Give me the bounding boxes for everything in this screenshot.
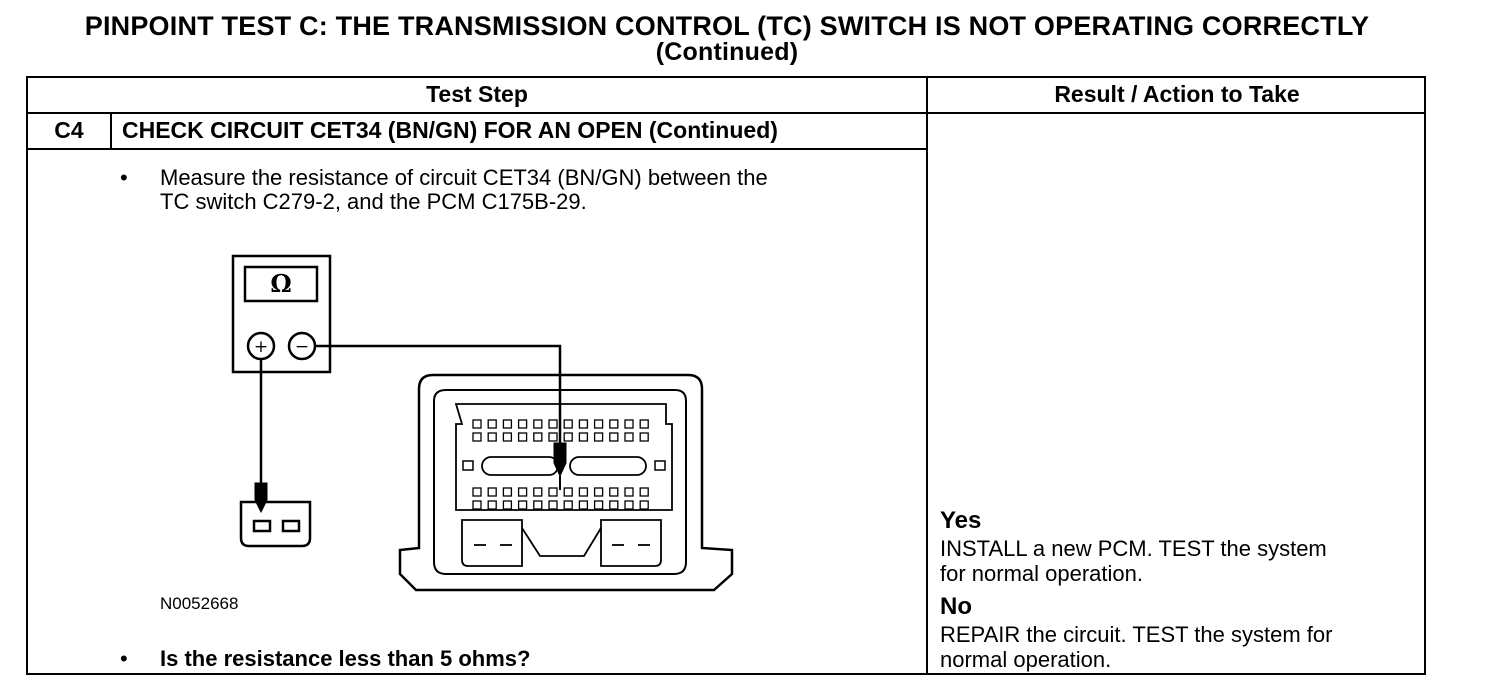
pcm-pin [517,419,528,429]
result-yes-line-1: INSTALL a new PCM. TEST the system [940,536,1327,561]
multimeter-body [231,254,332,374]
pcm-pin [533,500,543,510]
step-title: CHECK CIRCUIT CET34 (BN/GN) FOR AN OPEN … [122,117,778,143]
tc-switch-connector [239,500,312,548]
ohm-symbol: Ω [270,269,291,298]
pcm-pin [624,419,634,429]
pcm-pin [609,487,619,497]
pcm-pin [639,500,649,510]
pcm-pin [502,500,513,510]
pcm-pin [472,500,482,510]
pcm-pin [578,500,589,510]
pcm-pin [563,432,573,442]
pcm-pin [624,487,634,497]
pcm-pin [639,419,649,429]
pcm-pin [548,487,558,497]
pcm-pin [487,500,497,510]
pcm-pin [502,432,513,442]
pcm-pin [472,487,482,497]
pcm-pin [593,432,604,442]
bullet-dot: • [120,646,128,671]
question-text: Is the resistance less than 5 ohms? [160,646,531,671]
header-test-step: Test Step [426,81,528,107]
pcm-pin [639,487,649,497]
pcm-pin [517,487,528,497]
header-divider [26,112,1426,114]
pcm-pin [578,419,589,429]
pcm-pin [609,419,619,429]
pcm-pin [593,500,604,510]
result-no-label: No [940,593,972,620]
pcm-pin [533,432,543,442]
pcm-pin [639,432,649,442]
result-no-line-1: REPAIR the circuit. TEST the system for [940,622,1333,647]
pcm-pin [563,419,573,429]
result-yes-label: Yes [940,507,982,534]
result-yes-line-2: for normal operation. [940,561,1143,586]
positive-probe-tip [254,482,268,514]
pcm-pin [624,500,634,510]
pcm-pin [472,419,482,429]
pcm-pin [548,432,558,442]
column-divider [926,76,928,675]
pcm-pin [472,432,482,442]
multimeter-display [243,265,319,303]
pcm-pin [533,487,543,497]
pcm-pin [487,432,497,442]
figure-code: N0052668 [160,594,239,613]
pcm-pin [578,432,589,442]
instruction-line-1: Measure the resistance of circuit CET34 … [160,165,768,190]
result-no-line-2: normal operation. [940,647,1112,672]
pcm-pin [593,487,604,497]
step-id: C4 [54,117,84,143]
pcm-pin [609,500,619,510]
pcm-pin [517,432,528,442]
header-result-action: Result / Action to Take [1054,81,1300,107]
pcm-pin [609,432,619,442]
pcm-pin [502,419,513,429]
pcm-pin [578,487,589,497]
instruction-line-2: TC switch C279-2, and the PCM C175B-29. [160,189,587,214]
pcm-pin [548,419,558,429]
pcm-pin [593,419,604,429]
pcm-pin [517,500,528,510]
pcm-pin [502,487,513,497]
pcm-pin [624,432,634,442]
negative-lead [315,344,562,450]
plus-sign: + [254,337,268,357]
bullet-dot: • [120,165,128,190]
pcm-pin [487,419,497,429]
step-title-divider [26,148,928,150]
pcm-pin [533,419,543,429]
page-subtitle: (Continued) [655,38,799,66]
pcm-pin [563,500,573,510]
pcm-pin [548,500,558,510]
step-id-divider [110,112,112,150]
pcm-pin [487,487,497,497]
pinpoint-table [26,76,1426,675]
negative-probe-tip [553,442,567,478]
minus-sign: − [295,337,309,357]
pcm-pin [563,487,573,497]
pcm-connector-outline [398,373,734,592]
page-title: PINPOINT TEST C: THE TRANSMISSION CONTRO… [84,11,1370,41]
pcm-pin-rows [472,419,649,510]
